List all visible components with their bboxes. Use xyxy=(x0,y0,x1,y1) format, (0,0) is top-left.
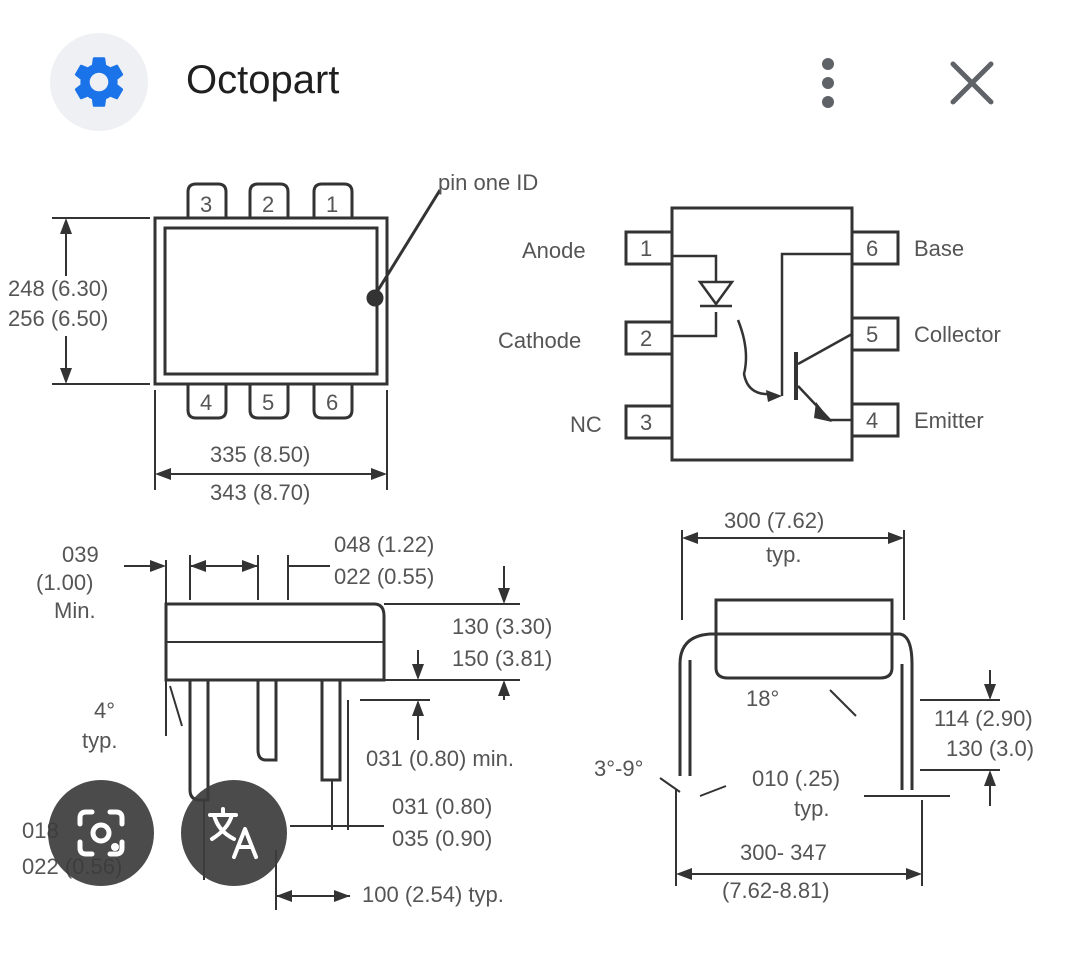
package-drawing: 3 2 1 4 5 6 pin one ID 248 (6.30) 256 (6… xyxy=(8,170,1034,910)
side-view-package xyxy=(124,555,520,910)
more-options-button[interactable] xyxy=(800,52,856,114)
span-label: 300- 347 xyxy=(740,840,827,865)
pin-number: 5 xyxy=(262,390,274,415)
min-spacing-label: 031 (0.80) min. xyxy=(366,746,514,771)
app-icon-container[interactable] xyxy=(50,33,148,131)
schematic-diagram xyxy=(624,206,900,462)
lead-length-label: 130 (3.30) xyxy=(452,614,552,639)
width-max-label: 343 (8.70) xyxy=(210,480,310,505)
base-label: Base xyxy=(914,236,964,261)
end-width-label: 300 (7.62) xyxy=(724,508,824,533)
lead-angle-label: 3°-9° xyxy=(594,756,643,781)
app-title: Octopart xyxy=(186,58,340,102)
translate-icon xyxy=(208,807,258,859)
pin-number: 1 xyxy=(326,192,338,217)
pin-number: 6 xyxy=(326,390,338,415)
end-height-label: 114 (2.90) xyxy=(934,706,1033,731)
pin-one-id-label: pin one ID xyxy=(438,170,538,195)
height-min-label: 248 (6.30) xyxy=(8,276,108,301)
pin-number: 4 xyxy=(200,390,212,415)
pin-number: 6 xyxy=(866,236,878,261)
pitch-label: 100 (2.54) typ. xyxy=(362,882,504,907)
anode-label: Anode xyxy=(522,238,586,263)
width-min-label: 335 (8.50) xyxy=(210,442,310,467)
pin-number: 2 xyxy=(640,326,652,351)
thickness-label: 010 (.25) xyxy=(752,766,840,791)
lead-length-label: 150 (3.81) xyxy=(452,646,552,671)
top-view-package xyxy=(52,182,442,490)
lens-camera-icon xyxy=(77,809,125,857)
lead-min-label: Min. xyxy=(54,598,96,623)
lens-search-button[interactable] xyxy=(48,780,154,886)
lead-width-label: 022 (0.55) xyxy=(334,564,434,589)
lead-min-label: 039 xyxy=(62,542,99,567)
lead-width-label: 048 (1.22) xyxy=(334,532,434,557)
close-icon xyxy=(950,61,994,105)
image-viewer: 3 2 1 4 5 6 pin one ID 248 (6.30) 256 (6… xyxy=(0,165,1080,971)
lead-min-label: (1.00) xyxy=(36,570,93,595)
end-width-typ-label: typ. xyxy=(766,542,801,567)
height-max-label: 256 (6.50) xyxy=(8,306,108,331)
gear-icon xyxy=(74,57,124,107)
collector-label: Collector xyxy=(914,322,1001,347)
emitter-label: Emitter xyxy=(914,408,984,433)
translate-button[interactable] xyxy=(181,780,287,886)
thickness-typ-label: typ. xyxy=(794,796,829,821)
pin-number: 3 xyxy=(640,410,652,435)
pin-number: 5 xyxy=(866,322,878,347)
angle-typ-label: typ. xyxy=(82,728,117,753)
more-vert-icon xyxy=(822,58,834,108)
lead-thickness-label: 035 (0.90) xyxy=(392,826,492,851)
cathode-label: Cathode xyxy=(498,328,581,353)
nc-label: NC xyxy=(570,412,602,437)
pin-number: 4 xyxy=(866,408,878,433)
pin-number: 3 xyxy=(200,192,212,217)
app-header: Octopart xyxy=(0,0,1080,165)
pin-number: 2 xyxy=(262,192,274,217)
end-view-package xyxy=(659,530,1000,886)
angle-label: 4° xyxy=(94,698,115,723)
lead-thickness-label: 031 (0.80) xyxy=(392,794,492,819)
end-height-label: 130 (3.0) xyxy=(946,736,1034,761)
span-label: (7.62-8.81) xyxy=(722,878,830,903)
end-angle-label: 18° xyxy=(746,686,779,711)
pin-number: 1 xyxy=(640,236,652,261)
close-button[interactable] xyxy=(940,52,1004,114)
